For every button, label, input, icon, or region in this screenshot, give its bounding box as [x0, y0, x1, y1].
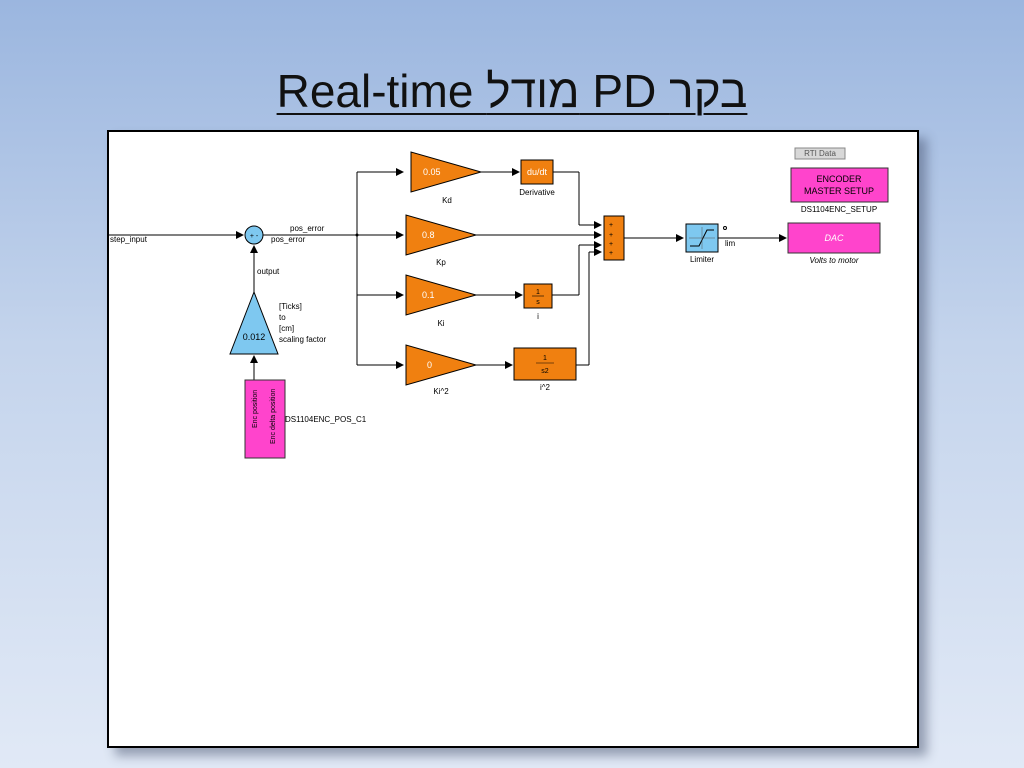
- sum4-sign-3: +: [609, 241, 613, 248]
- kp-value: 0.8: [422, 230, 435, 240]
- double-integrator-label: i^2: [540, 383, 551, 392]
- sum-signs: + -: [250, 233, 259, 240]
- dac-value: DAC: [824, 233, 844, 243]
- scaling-label-4: scaling factor: [279, 335, 326, 344]
- ki2-label: Ki^2: [433, 387, 449, 396]
- encoder-setup-name: DS1104ENC_SETUP: [801, 205, 877, 214]
- simulink-canvas: RTI Data ENCODER MASTER SETUP DS1104ENC_…: [107, 130, 919, 748]
- ki-value: 0.1: [422, 290, 435, 300]
- kp-gain-block[interactable]: 0.8: [405, 214, 478, 256]
- encoder-setup-line2: MASTER SETUP: [804, 186, 874, 196]
- output-label: output: [257, 267, 280, 276]
- kp-label: Kp: [436, 258, 446, 267]
- enc-position-port: Enc position: [252, 390, 259, 428]
- scaling-gain-block[interactable]: 0.012: [229, 290, 279, 355]
- limiter-block[interactable]: [685, 223, 719, 253]
- step-input-label: step_input: [110, 235, 148, 244]
- slide-title: Real-time מודל PD בקר: [276, 65, 748, 117]
- encoder-setup-block[interactable]: ENCODER MASTER SETUP: [790, 167, 889, 203]
- ki-label: Ki: [437, 319, 444, 328]
- integrator-den: s: [536, 299, 540, 306]
- encoder-setup-line1: ENCODER: [816, 174, 862, 184]
- integrator-num: 1: [536, 289, 540, 296]
- integrator-block[interactable]: 1 s: [523, 283, 553, 309]
- derivative-block[interactable]: du/dt: [520, 159, 554, 185]
- sum4-sign-2: +: [609, 232, 613, 239]
- kd-value: 0.05: [423, 167, 441, 177]
- rti-data-block[interactable]: RTI Data: [794, 147, 846, 160]
- scaling-label-3: [cm]: [279, 324, 294, 333]
- double-integrator-block[interactable]: 1 s2: [513, 347, 577, 381]
- limiter-label: Limiter: [690, 255, 714, 264]
- lim-label: lim: [725, 239, 736, 248]
- kd-label: Kd: [442, 196, 452, 205]
- encoder-position-name: DS1104ENC_POS_C1: [285, 415, 367, 424]
- enc-delta-port: Enc delta position: [270, 389, 277, 444]
- sum4-sign-1: +: [609, 222, 613, 229]
- scaling-gain-value: 0.012: [243, 332, 266, 342]
- pos-error-tag: pos_error: [290, 224, 325, 233]
- scaling-label-2: to: [279, 313, 286, 322]
- encoder-position-block[interactable]: Enc position Enc delta position: [244, 379, 286, 459]
- derivative-label: Derivative: [519, 188, 555, 197]
- rti-data-label: RTI Data: [804, 149, 836, 158]
- ki2-gain-block[interactable]: 0: [405, 344, 478, 386]
- ki-gain-block[interactable]: 0.1: [405, 274, 478, 316]
- sum4-sign-4: +: [609, 250, 613, 257]
- kd-gain-block[interactable]: 0.05: [410, 151, 483, 193]
- sum-block[interactable]: + -: [244, 225, 264, 245]
- block-diagram: RTI Data ENCODER MASTER SETUP DS1104ENC_…: [109, 147, 889, 459]
- scaling-label-1: [Ticks]: [279, 302, 302, 311]
- derivative-value: du/dt: [527, 167, 548, 177]
- integrator-label: i: [537, 312, 539, 321]
- ki2-value: 0: [427, 360, 432, 370]
- pos-error-label: pos_error: [271, 235, 306, 244]
- sum4-block[interactable]: + + + +: [603, 215, 625, 261]
- dac-label: Volts to motor: [809, 256, 858, 265]
- dac-block[interactable]: DAC: [787, 222, 881, 254]
- double-integrator-num: 1: [543, 355, 547, 362]
- double-integrator-den: s2: [541, 368, 549, 375]
